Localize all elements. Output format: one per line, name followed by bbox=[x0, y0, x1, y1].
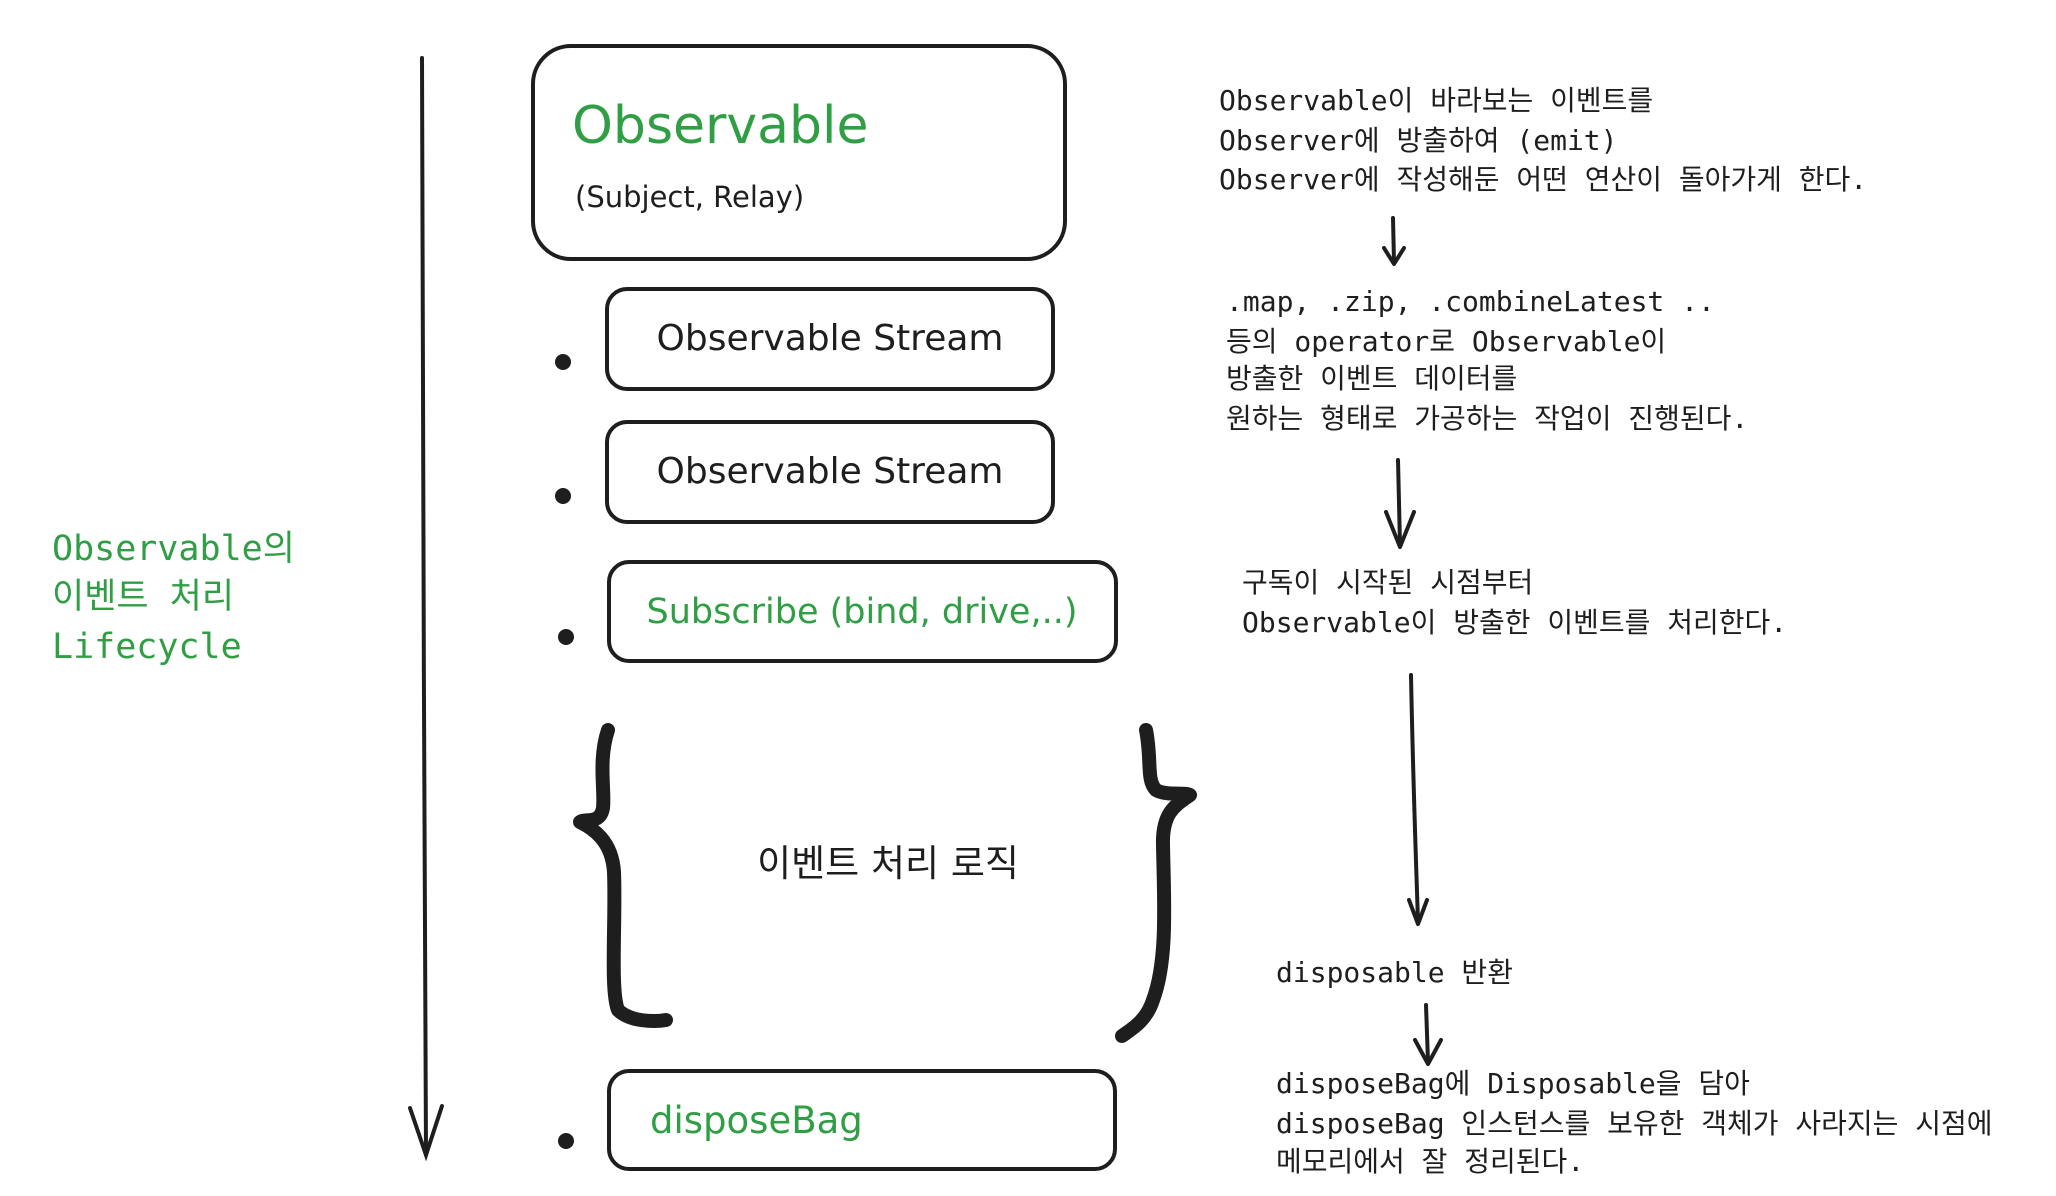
right-curly-brace bbox=[1115, 723, 1197, 1043]
note-line: Observer에 작성해둔 어떤 연산이 돌아가게 한다. bbox=[1219, 163, 1867, 196]
timeline-arrow bbox=[408, 56, 444, 1162]
bullet-dot bbox=[555, 488, 571, 504]
note-line: 구독이 시작된 시점부터 bbox=[1242, 566, 1533, 599]
down-arrow bbox=[1384, 458, 1416, 549]
note-line: 원하는 형태로 가공하는 작업이 진행된다. bbox=[1226, 402, 1748, 435]
note-line: disposeBag 인스턴스를 보유한 객체가 사라지는 시점에 bbox=[1276, 1107, 1993, 1140]
down-arrow bbox=[1413, 1003, 1443, 1066]
subscribe-box: Subscribe (bind, drive,..) bbox=[607, 560, 1118, 663]
side-label: Observable의 이벤트 처리 Lifecycle bbox=[52, 529, 295, 667]
event-handler-block: 이벤트 처리 로직 bbox=[573, 723, 1197, 1043]
down-arrow bbox=[1382, 216, 1406, 266]
observable-stream-label-2: Observable Stream bbox=[657, 451, 1004, 492]
down-arrow bbox=[1407, 673, 1429, 926]
note-line: 등의 operator로 Observable이 bbox=[1226, 325, 1666, 358]
bullet-dot bbox=[558, 1133, 574, 1149]
note-line: disposeBag에 Disposable을 담아 bbox=[1276, 1067, 1750, 1100]
observable-subtitle: (Subject, Relay) bbox=[575, 180, 804, 214]
side-label-line-3: Lifecycle bbox=[52, 627, 242, 667]
bullet-dot bbox=[558, 629, 574, 645]
observable-stream-label-1: Observable Stream bbox=[657, 318, 1004, 359]
side-label-line-1: Observable의 bbox=[52, 529, 295, 569]
note-disposable: disposable 반환 bbox=[1276, 956, 1513, 989]
observable-box: Observable (Subject, Relay) bbox=[531, 44, 1067, 261]
note-line: disposable 반환 bbox=[1276, 956, 1513, 989]
note-dispose-bag: disposeBag에 Disposable을 담아 disposeBag 인스… bbox=[1276, 1067, 1993, 1178]
subscribe-label: Subscribe (bind, drive,..) bbox=[647, 592, 1078, 632]
bullet-dots bbox=[555, 354, 574, 1149]
note-line: 방출한 이벤트 데이터를 bbox=[1226, 362, 1517, 395]
note-line: Observable이 방출한 이벤트를 처리한다. bbox=[1242, 606, 1787, 639]
observable-stream-box-1: Observable Stream bbox=[605, 287, 1055, 391]
side-label-line-2: 이벤트 처리 bbox=[52, 577, 234, 617]
bullet-dot bbox=[555, 354, 571, 370]
note-line: Observable이 바라보는 이벤트를 bbox=[1219, 84, 1653, 117]
note-line: 메모리에서 잘 정리된다. bbox=[1276, 1145, 1584, 1178]
dispose-bag-box: disposeBag bbox=[607, 1069, 1117, 1171]
observable-stream-box-2: Observable Stream bbox=[605, 420, 1055, 524]
event-handler-label: 이벤트 처리 로직 bbox=[757, 842, 1019, 885]
dispose-bag-label: disposeBag bbox=[650, 1099, 863, 1142]
left-curly-brace bbox=[573, 723, 673, 1028]
note-line: .map, .zip, .combineLatest .. bbox=[1226, 285, 1715, 318]
note-observable: Observable이 바라보는 이벤트를 Observer에 방출하여 (em… bbox=[1219, 84, 1867, 196]
note-subscribe: 구독이 시작된 시점부터 Observable이 방출한 이벤트를 처리한다. bbox=[1242, 566, 1787, 639]
observable-title: Observable bbox=[572, 96, 869, 156]
note-operators: .map, .zip, .combineLatest .. 등의 operato… bbox=[1226, 285, 1748, 435]
note-line: Observer에 방출하여 (emit) bbox=[1219, 124, 1618, 157]
